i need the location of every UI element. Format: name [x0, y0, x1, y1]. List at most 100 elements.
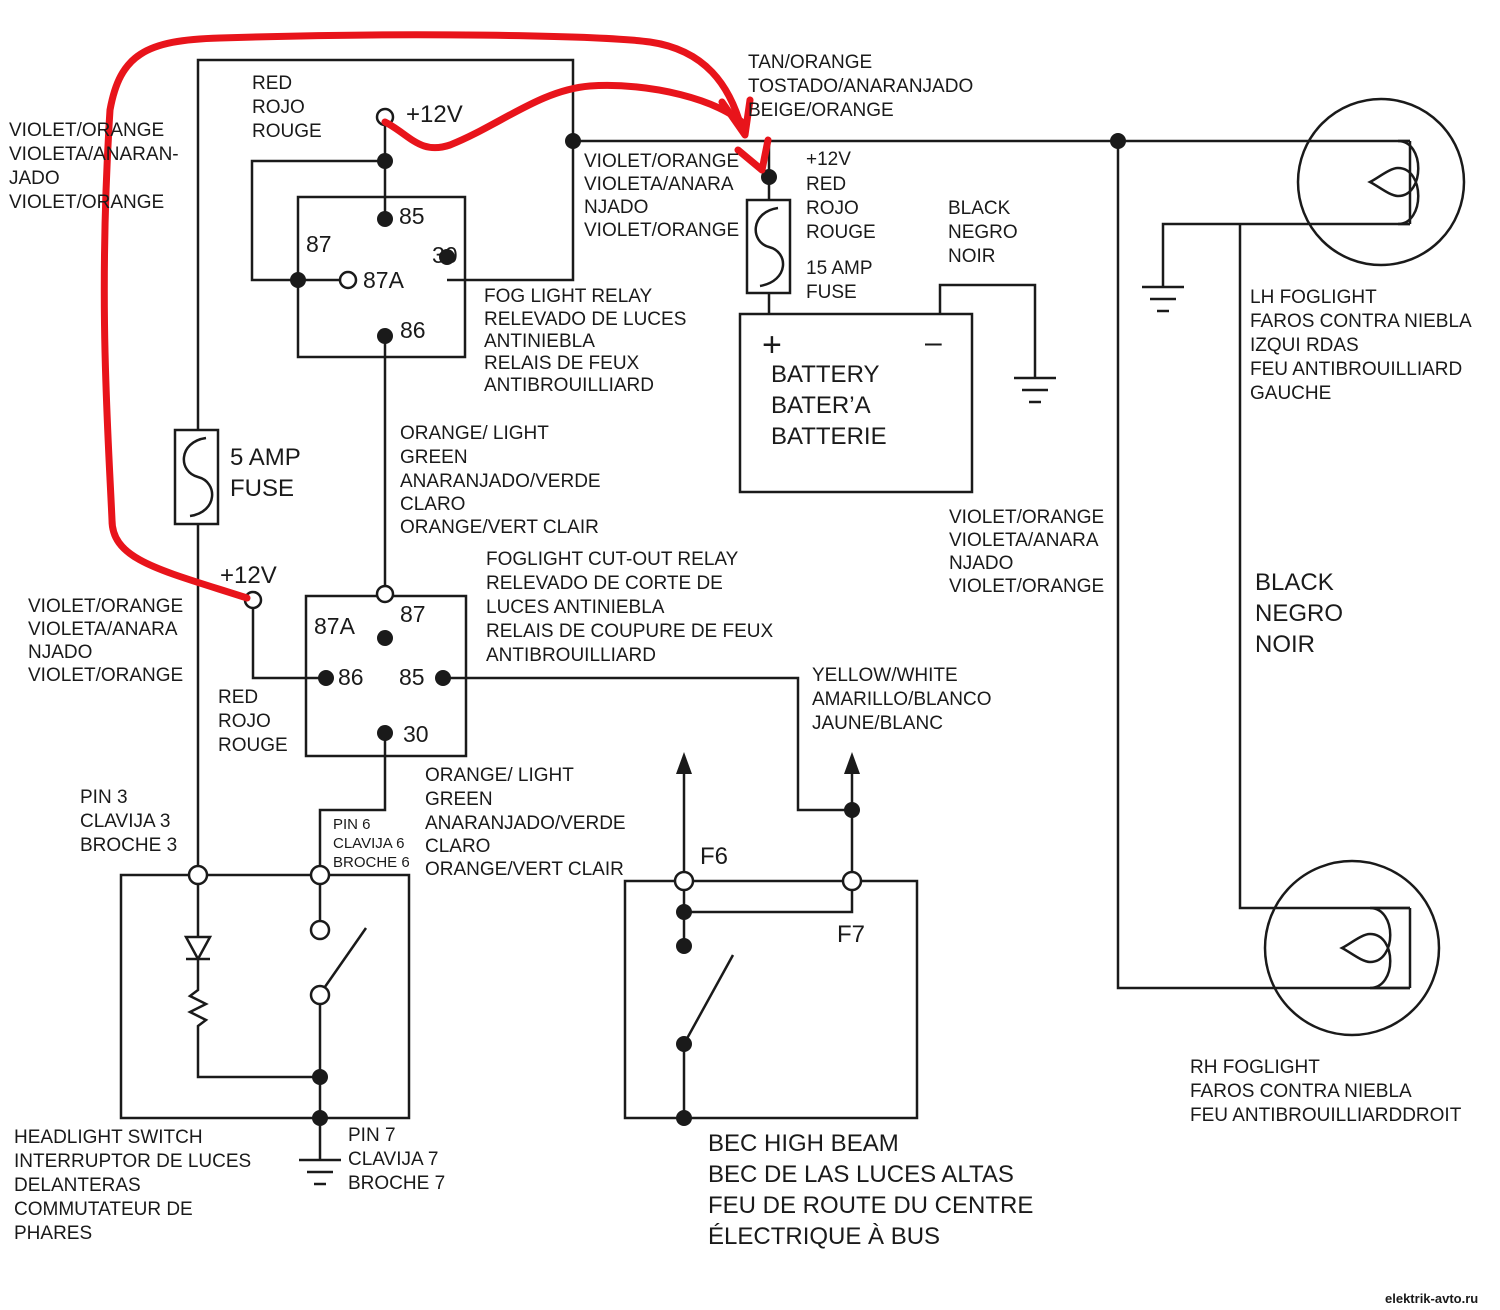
label-relay-out-wire-0: VIOLET/ORANGE: [584, 151, 739, 172]
wire-lh-ground: [1161, 222, 1410, 287]
label-orange-green-1-2: ANARANJADO/VERDE: [400, 471, 601, 492]
label-tan-orange-0: TAN/ORANGE: [748, 52, 872, 73]
label-fuse5-0: 5 AMP: [230, 444, 301, 471]
label-fog-relay-supply-0: RED: [252, 73, 292, 94]
label-black-ground-2: NOIR: [1255, 631, 1315, 658]
label-headlight-switch-1: INTERRUPTOR DE LUCES: [14, 1151, 251, 1172]
label-f6: F6: [700, 843, 728, 870]
battery-plus-icon: +: [762, 326, 782, 364]
label-plus12v-lower: +12V: [220, 562, 277, 589]
relay2-pin-86: 86: [338, 664, 364, 690]
label-orange-green-2-3: CLARO: [425, 836, 490, 857]
label-pin6-0: PIN 6: [333, 816, 371, 833]
label-orange-green-2-1: GREEN: [425, 789, 493, 810]
label-battery-neg-1: NEGRO: [948, 222, 1018, 243]
wire-fuse5-to-relay1-30: [196, 58, 575, 430]
relay2-pin-87a: 87A: [314, 613, 356, 639]
label-left-violet-1: VIOLETA/ANARA: [28, 619, 178, 640]
label-cutout-red-2: ROUGE: [218, 735, 288, 756]
label-battery-pos-1: RED: [806, 174, 846, 195]
label-rh-foglight-2: FEU ANTIBROUILLIARDDROIT: [1190, 1105, 1462, 1126]
label-relay-out-wire-2: NJADO: [584, 197, 648, 218]
label-fuse15-0: 15 AMP: [806, 258, 873, 279]
relay2-pin-85: 85: [399, 664, 425, 690]
rh-foglight: [1263, 859, 1441, 1037]
label-lh-foglight-0: LH FOGLIGHT: [1250, 287, 1377, 308]
label-f7: F7: [837, 921, 865, 948]
switch-contact: [309, 984, 331, 1006]
relay2-pin-labels: 87A 87 86 85 30: [314, 601, 429, 747]
label-orange-green-1-4: ORANGE/VERT CLAIR: [400, 517, 599, 538]
ground-icon: [1142, 285, 1184, 313]
label-relay-out-wire-3: VIOLET/ORANGE: [584, 220, 739, 241]
bec-box: [623, 879, 919, 1120]
label-fuse5-1: FUSE: [230, 475, 294, 502]
label-yellow-white-1: AMARILLO/BLANCO: [812, 689, 992, 710]
red-arrowhead-1: [718, 96, 754, 139]
label-top-left-wire-1: VIOLETA/ANARAN-: [9, 144, 179, 165]
ground-icon: [299, 1158, 341, 1186]
label-tan-orange-1: TOSTADO/ANARANJADO: [748, 76, 973, 97]
label-cutout-relay-0: FOGLIGHT CUT-OUT RELAY: [486, 549, 739, 570]
label-pin7-0: PIN 7: [348, 1125, 396, 1146]
label-lh-foglight-2: IZQUI RDAS: [1250, 335, 1359, 356]
label-yellow-white-0: YELLOW/WHITE: [812, 665, 958, 686]
wire-plus12v-to-86: [251, 600, 327, 680]
relay1-pin-86: 86: [400, 317, 426, 343]
label-pin6-2: BROCHE 6: [333, 854, 410, 871]
watermark: elektrik-avto.ru: [1385, 1291, 1478, 1306]
label-pin7-1: CLAVIJA 7: [348, 1149, 438, 1170]
label-yellow-white-2: JAUNE/BLANC: [812, 713, 943, 734]
label-battery-0: BATTERY: [771, 361, 879, 388]
label-fog-relay-0: FOG LIGHT RELAY: [484, 286, 653, 307]
wire-orange-green-to-pin6: [318, 733, 387, 875]
label-pin6-1: CLAVIJA 6: [333, 835, 404, 852]
label-pin3-0: PIN 3: [80, 787, 128, 808]
switch-contact: [309, 919, 331, 941]
label-fog-relay-1: RELEVADO DE LUCES: [484, 309, 686, 330]
relay1-pin-labels: 85 87 30 87A 86: [306, 203, 458, 343]
open-terminals: [187, 107, 863, 892]
label-headlight-switch-0: HEADLIGHT SWITCH: [14, 1127, 203, 1148]
red-arrow-long: [100, 31, 746, 602]
label-relay-out-wire-1: VIOLETA/ANARA: [584, 174, 734, 195]
arrows: [676, 752, 860, 774]
label-right-violet-0: VIOLET/ORANGE: [949, 507, 1104, 528]
relay1-pin-30: 30: [432, 242, 458, 268]
label-bec-1: BEC DE LAS LUCES ALTAS: [708, 1161, 1014, 1188]
label-top-left-wire-0: VIOLET/ORANGE: [9, 120, 164, 141]
wire-87-loop: [250, 159, 385, 282]
relay1-pin-85: 85: [399, 203, 425, 229]
label-fog-relay-2: ANTINIEBLA: [484, 331, 595, 352]
label-bec-2: FEU DE ROUTE DU CENTRE: [708, 1192, 1033, 1219]
label-top-left-wire-2: JADO: [9, 168, 60, 189]
relay2-pin-30: 30: [403, 721, 429, 747]
label-fog-relay-supply-2: ROUGE: [252, 121, 322, 142]
ground-icon: [1014, 376, 1056, 404]
red-arrowhead-2: [734, 136, 772, 174]
label-headlight-switch-4: PHARES: [14, 1223, 92, 1244]
label-headlight-switch-2: DELANTERAS: [14, 1175, 141, 1196]
label-tan-orange-2: BEIGE/ORANGE: [748, 100, 894, 121]
label-plus12v-top: +12V: [406, 101, 463, 128]
label-right-violet-3: VIOLET/ORANGE: [949, 576, 1104, 597]
label-pin3-1: CLAVIJA 3: [80, 811, 170, 832]
label-rh-foglight-1: FAROS CONTRA NIEBLA: [1190, 1081, 1412, 1102]
relay2-pin-87: 87: [400, 601, 426, 627]
label-battery-pos-0: +12V: [806, 149, 851, 170]
label-orange-green-1-1: GREEN: [400, 447, 468, 468]
label-orange-green-2-4: ORANGE/VERT CLAIR: [425, 859, 624, 880]
relay1-pin-87: 87: [306, 231, 332, 257]
label-cutout-red-1: ROJO: [218, 711, 271, 732]
label-right-violet-1: VIOLETA/ANARA: [949, 530, 1099, 551]
fuse-5amp: [173, 428, 220, 526]
label-top-left-wire-3: VIOLET/ORANGE: [9, 192, 164, 213]
label-pin7-2: BROCHE 7: [348, 1173, 445, 1194]
lh-foglight: [1296, 97, 1466, 267]
label-left-violet-0: VIOLET/ORANGE: [28, 596, 183, 617]
relay1-pin-87a: 87A: [363, 267, 405, 293]
label-cutout-relay-1: RELEVADO DE CORTE DE: [486, 573, 723, 594]
wire-black-vertical: [1238, 224, 1410, 910]
junction-dots: [290, 133, 1126, 1126]
